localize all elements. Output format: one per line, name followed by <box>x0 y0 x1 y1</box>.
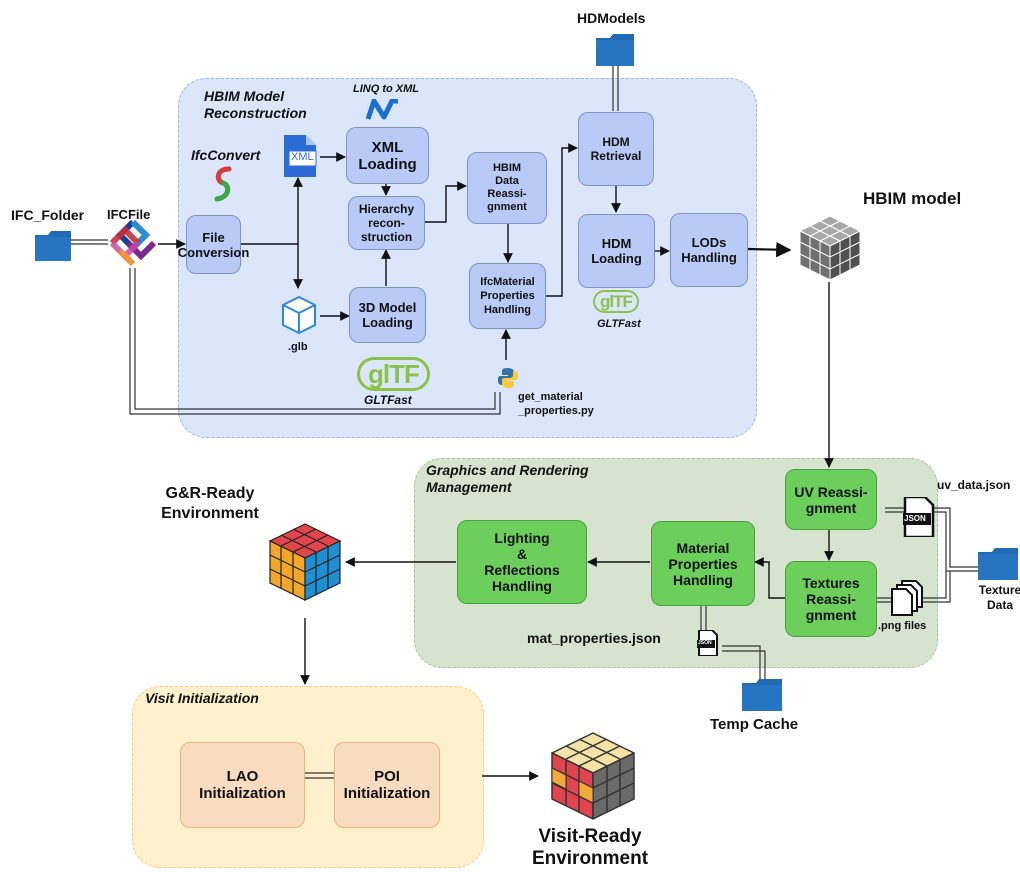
lighting-reflections-node: Lighting & Reflections Handling <box>457 520 587 604</box>
line-matjson-to-cache-a <box>722 645 761 679</box>
lods-handling-node: LODs Handling <box>670 213 748 287</box>
gr-ready-cube-icon <box>268 523 342 601</box>
line-ifc-to-python-a <box>129 268 501 415</box>
file-conversion-node: File Conversion <box>178 215 249 274</box>
uv-json-file-icon <box>903 497 935 537</box>
texture-data-folder-icon <box>978 548 1018 580</box>
python-logo-icon <box>498 368 518 388</box>
hbim-panel-title: HBIM Model Reconstruction <box>204 88 307 121</box>
material-properties-node: Material Properties Handling <box>651 521 755 606</box>
uv-data-label: uv_data.json <box>937 478 1011 492</box>
hdm-retrieval-node: HDM Retrieval <box>578 112 654 186</box>
mat-properties-label: mat_properties.json <box>527 630 661 646</box>
gr-panel-title: Graphics and Rendering Management <box>426 462 589 495</box>
arrow-hierarchy-to-hbimdata <box>425 181 467 223</box>
ifc-file-label: IFCFile <box>107 207 151 222</box>
dotnet-logo-icon <box>366 99 398 120</box>
line-ifc-to-python-b <box>134 268 496 410</box>
poi-initialization-node: POI Initialization <box>334 742 440 828</box>
lao-initialization-node: LAO Initialization <box>180 742 305 828</box>
png-files-label: .png files <box>878 620 927 632</box>
hbim-model-cube-icon <box>798 215 862 281</box>
visit-ready-label: Visit-Ready Environment <box>531 826 649 869</box>
ifc-folder-icon <box>35 231 71 261</box>
uv-reassignment-node: UV Reassi- gnment <box>785 469 877 530</box>
get-material-label: get_material _properties.py <box>518 391 594 417</box>
gltfast-label-1: GLTFast <box>364 393 412 407</box>
linq-label: LINQ to XML <box>353 83 419 95</box>
temp-cache-folder-icon <box>742 679 782 711</box>
arrow-textures-to-material <box>754 557 785 599</box>
ifcconvert-label: IfcConvert <box>191 147 261 163</box>
ifc-folder-label: IFC_Folder <box>11 207 85 223</box>
mat-json-file-icon <box>697 630 718 656</box>
gr-ready-label: G&R-Ready Environment <box>161 485 259 522</box>
arrow-lods-to-hbimcube <box>747 241 792 258</box>
arrow-ifcmaterial-to-hdmretrieval <box>546 143 578 297</box>
glb-label: .glb <box>288 341 308 353</box>
png-files-icon <box>891 580 923 616</box>
hbim-reconstruction-panel <box>178 78 757 438</box>
textures-reassignment-node: Textures Reassi- gnment <box>785 561 877 637</box>
gltf-logo-icon-2: glTF <box>593 290 639 313</box>
hbim-model-label: HBIM model <box>863 189 962 208</box>
3d-model-loading-node: 3D Model Loading <box>349 287 426 343</box>
xml-icon-text: XML <box>291 151 314 163</box>
ifcconvert-logo-icon <box>214 166 232 202</box>
uv-json-tag: JSON <box>904 514 926 523</box>
hdmodels-label: HDModels <box>577 10 646 26</box>
hdm-loading-node: HDM Loading <box>578 214 655 288</box>
temp-cache-label: Temp Cache <box>710 716 799 733</box>
visit-panel-title: Visit Initialization <box>145 690 259 706</box>
hbim-data-reassignment-node: HBIM Data Reassi- gnment <box>467 152 547 224</box>
gltf-logo-icon-1: glTF <box>357 357 430 391</box>
xml-file-icon <box>284 135 317 177</box>
hdmodels-folder-icon <box>596 34 634 66</box>
cube-outline-icon <box>282 296 316 334</box>
visit-ready-cube-icon <box>551 732 635 820</box>
gltfast-label-2: GLTFast <box>597 318 641 330</box>
hierarchy-reconstruction-node: Hierarchy recon- struction <box>348 196 425 250</box>
line-matjson-to-cache-b <box>722 650 766 679</box>
mat-json-tag: JSON <box>698 640 712 646</box>
ifc-logo-icon <box>109 219 157 267</box>
texture-data-label: Texture Data <box>978 583 1020 612</box>
ifcmaterial-properties-node: IfcMaterial Properties Handling <box>469 263 546 329</box>
xml-loading-node: XML Loading <box>346 127 429 184</box>
